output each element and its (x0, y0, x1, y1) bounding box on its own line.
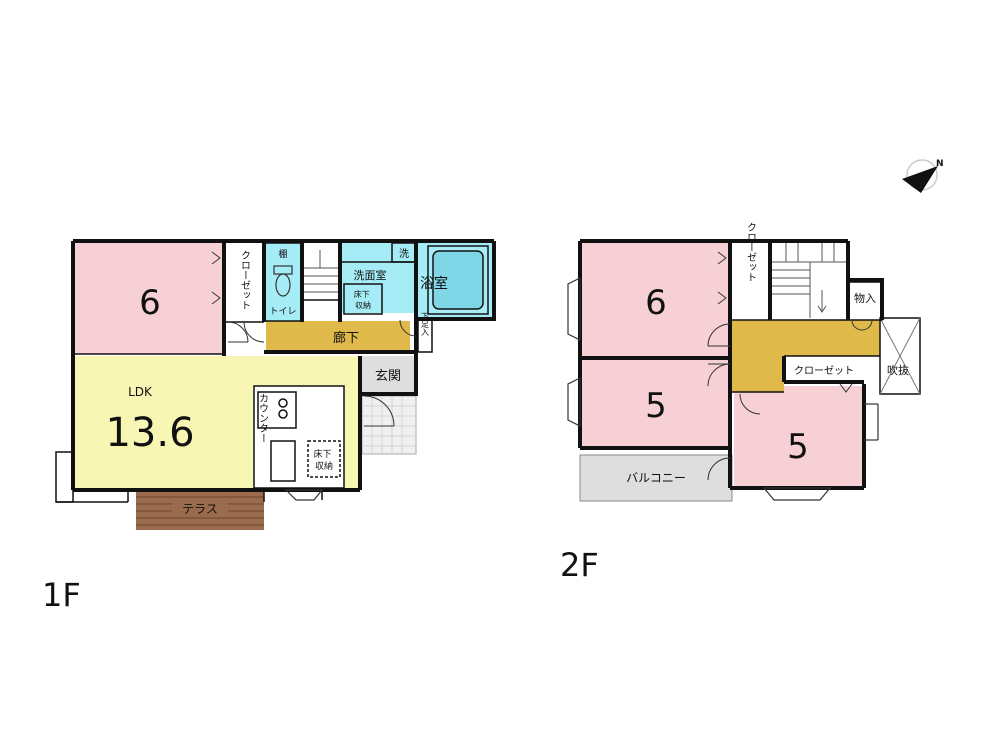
bedroom-2f-b (582, 360, 730, 446)
bedroom-1f-size: 6 (139, 283, 161, 323)
closet-2f-a-label: クローゼット (745, 222, 757, 282)
compass-icon: N (902, 159, 944, 193)
toilet-label: トイレ (269, 307, 296, 317)
floor-2-label: 2F (560, 546, 599, 584)
storage-2f-label: 物入 (854, 291, 876, 305)
kitchen-storage-label: 床下 収納 (314, 448, 335, 472)
bedroom-2f-a-size: 6 (645, 283, 667, 323)
hallway-1f (266, 321, 410, 350)
floor-1: 6 クローゼット 棚 トイレ 洗面室 洗 床下 収納 浴室 廊下 下足入 玄関 … (42, 239, 496, 614)
bedroom-2f-c (734, 386, 862, 486)
kitchen-area (253, 385, 345, 489)
hallway-1f-label: 廊下 (333, 330, 359, 346)
shelf-label: 棚 (278, 248, 287, 260)
void-label: 吹抜 (887, 363, 909, 377)
toilet-room (266, 243, 302, 321)
closet-1f-label: クローゼット (239, 250, 251, 310)
kitchen-storage-line1: 床下 (314, 448, 332, 460)
balcony-label: バルコニー (626, 471, 686, 485)
bedroom-2f-b-size: 5 (645, 386, 667, 426)
porch (361, 395, 417, 455)
washroom-storage-line1: 床下 (354, 289, 370, 299)
floor-2: 6 5 5 クローゼット クローゼット 物入 吹抜 バルコニー 2F (560, 222, 921, 584)
bedroom-2f-c-size: 5 (787, 427, 809, 467)
bedroom-1f (75, 243, 222, 354)
washroom (340, 243, 416, 313)
terrace-label: テラス (182, 502, 218, 516)
counter-label: カウンター (257, 393, 269, 443)
floor-1-label: 1F (42, 576, 81, 614)
washer-label: 洗 (399, 248, 409, 260)
washroom-storage-label: 床下 収納 (354, 289, 373, 310)
ldk-label: LDK (128, 385, 153, 399)
bathroom-label: 浴室 (420, 275, 448, 292)
entrance-label: 玄関 (375, 369, 401, 384)
bedroom-2f-a (582, 243, 730, 356)
ldk-size: 13.6 (105, 410, 194, 456)
washroom-storage-line2: 収納 (355, 300, 371, 310)
closet-2f-b-label: クローゼット (794, 365, 854, 377)
shoe-storage-label: 下足入 (421, 312, 430, 336)
compass-north-label: N (936, 159, 944, 169)
entrance-room (360, 356, 416, 392)
kitchen-storage-line2: 収納 (315, 460, 333, 472)
washroom-label: 洗面室 (354, 268, 387, 282)
